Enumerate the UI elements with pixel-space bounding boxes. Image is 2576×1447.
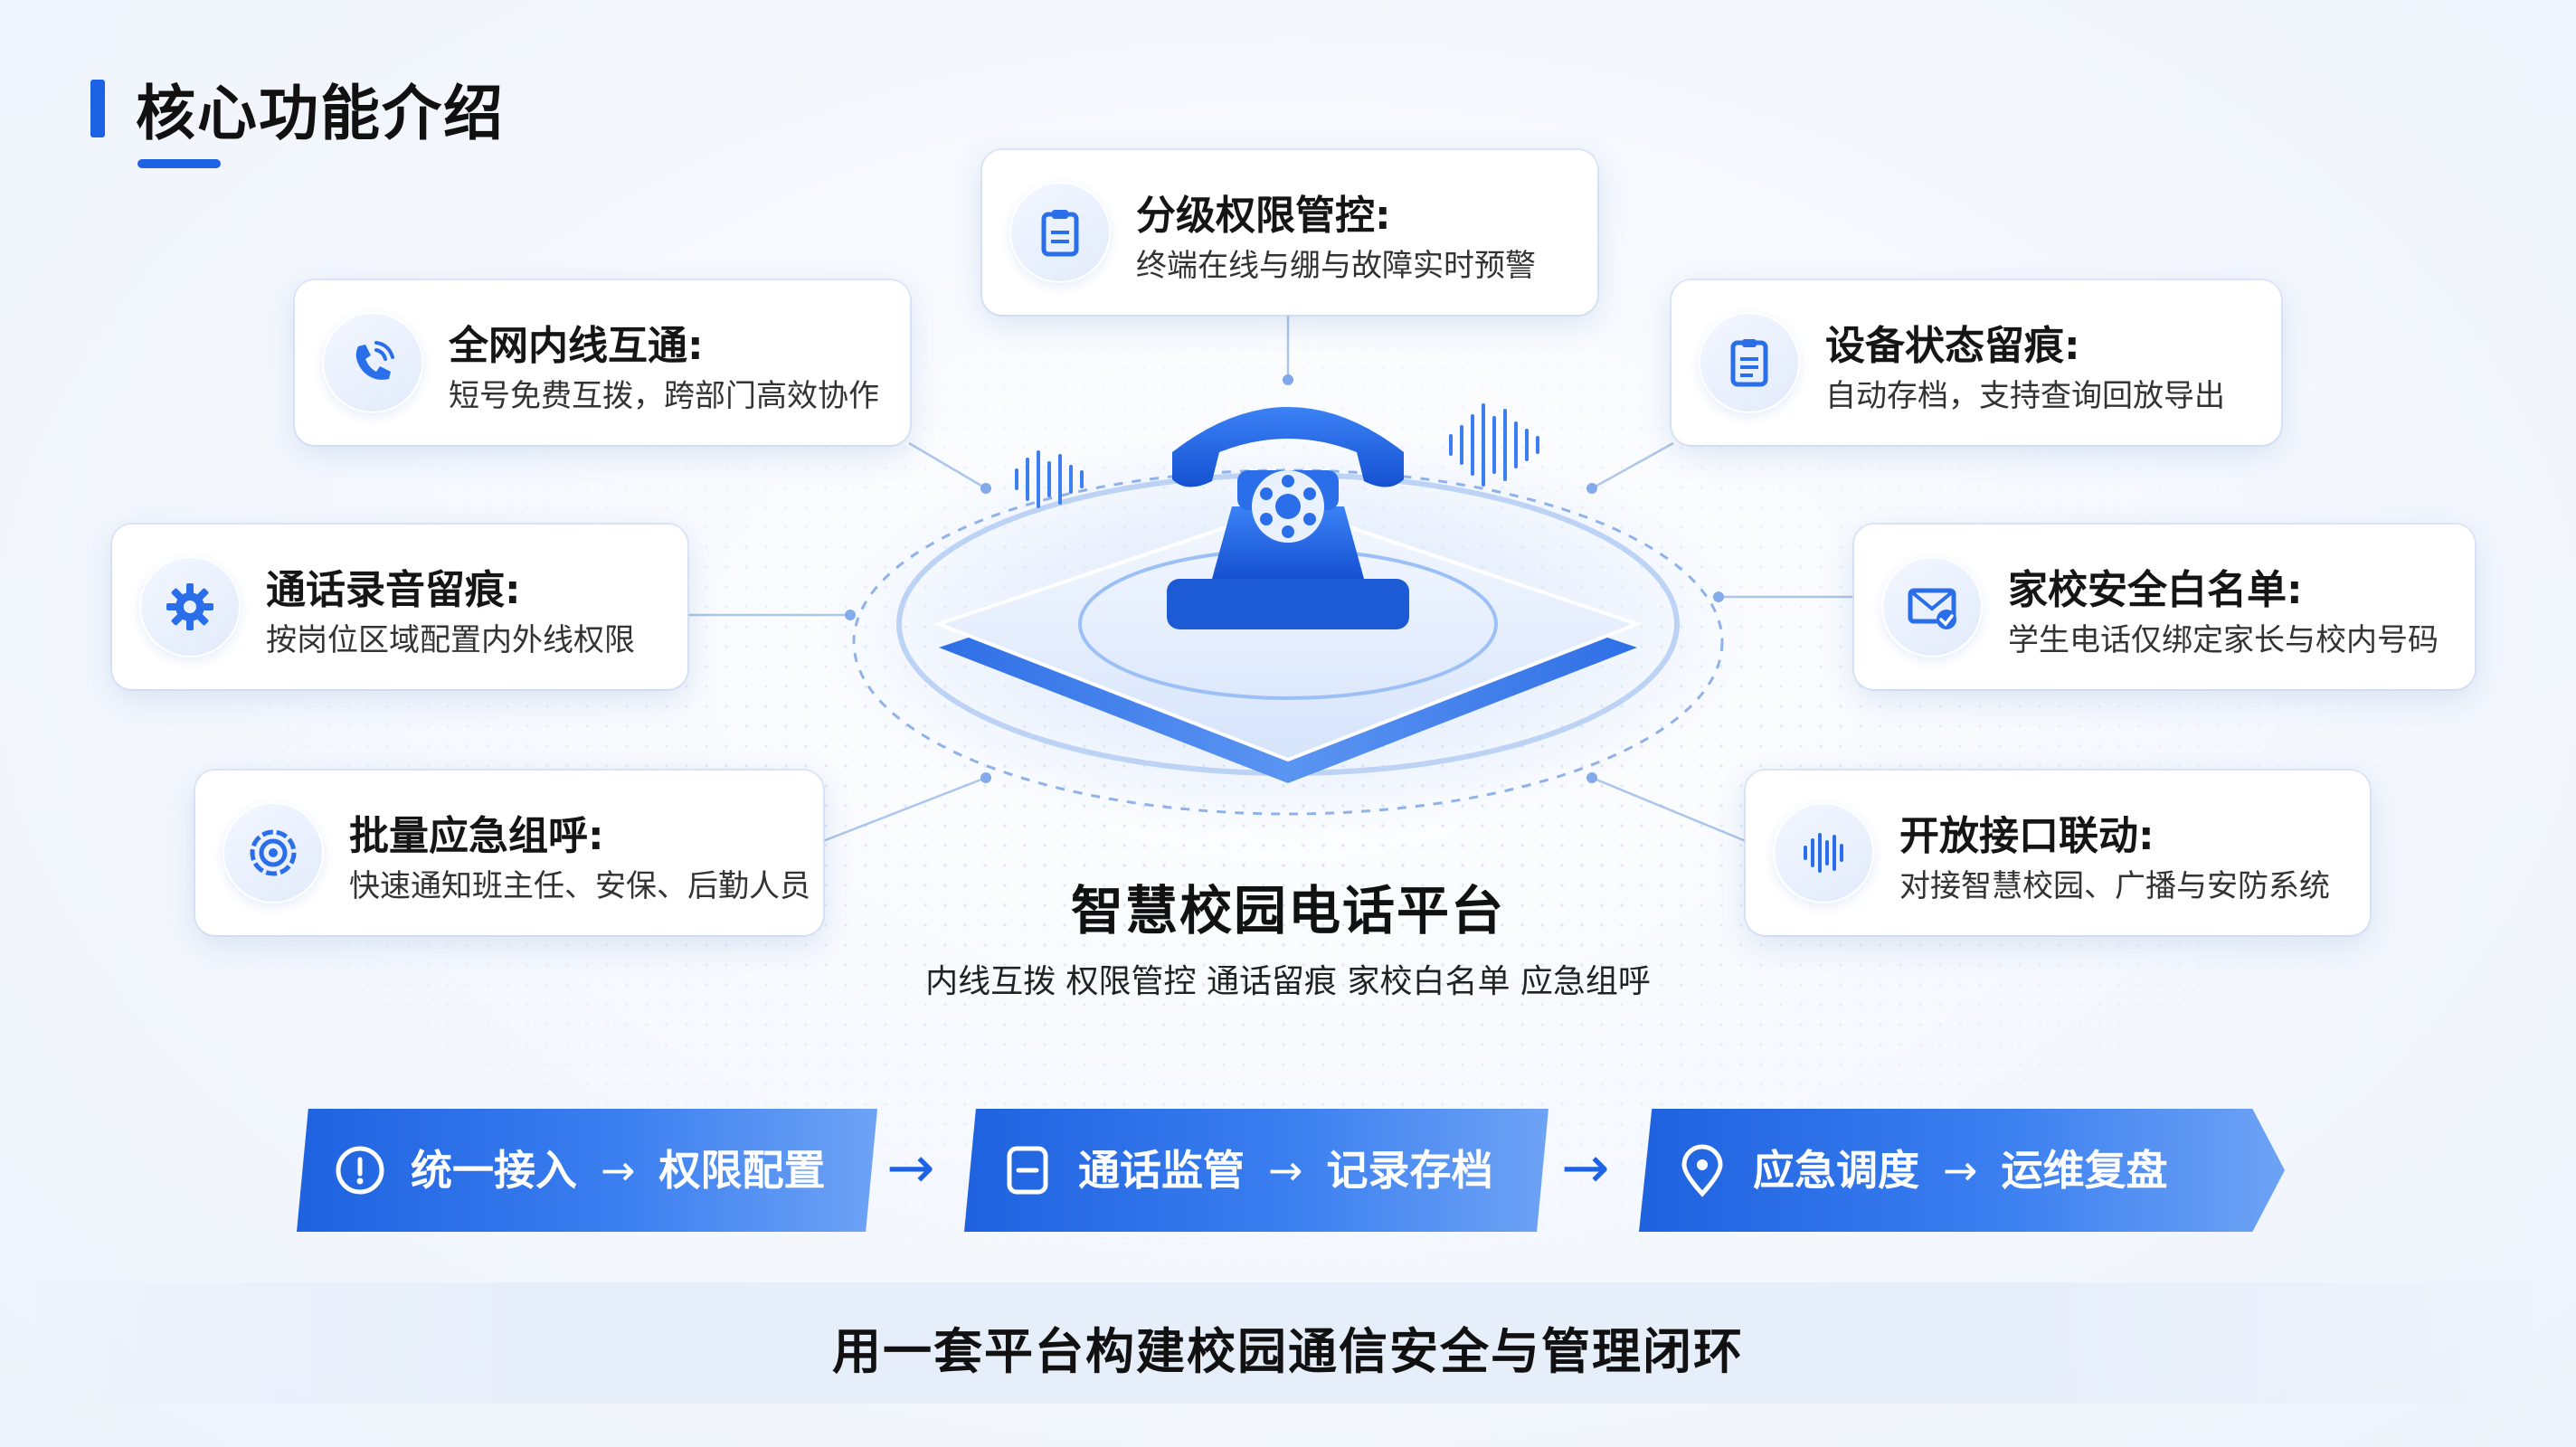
feature-card-open-api: 开放接口联动: 对接智慧校园、广播与安防系统	[1746, 771, 2370, 935]
slogan: 用一套平台构建校园通信安全与管理闭环	[832, 1323, 1744, 1380]
feature-desc: 短号免费互拨，跨部门高效协作	[449, 378, 879, 414]
sound-wave-left	[1015, 450, 1084, 508]
feature-desc: 学生电话仅绑定家长与校内号码	[2008, 622, 2439, 658]
feature-title: 分级权限管控:	[1136, 193, 1391, 239]
title-accent-bar	[90, 80, 105, 137]
phone-signal-icon	[322, 312, 423, 413]
flow-step-label: 统一接入→权限配置	[411, 1146, 826, 1195]
flow-arrow-1: →	[886, 1135, 935, 1202]
clipboard-icon	[1009, 182, 1111, 283]
platform-title: 智慧校园电话平台	[1070, 880, 1505, 941]
feature-title: 开放接口联动:	[1899, 813, 2155, 859]
feature-card-group-call: 批量应急组呼: 快速通知班主任、安保、后勤人员	[195, 771, 823, 935]
flow-step-label: 通话监管→记录存档	[1078, 1146, 1493, 1195]
title-underline	[137, 159, 221, 168]
feature-card-call-recording: 通话录音留痕: 按岗位区域配置内外线权限	[112, 525, 687, 689]
feature-title: 家校安全白名单:	[2008, 567, 2303, 613]
flow-arrow-2: →	[1561, 1135, 1610, 1202]
feature-title: 设备状态留痕:	[1825, 323, 2080, 369]
location-pin-icon	[1681, 1144, 1723, 1197]
flow-step-1: 统一接入→权限配置	[297, 1109, 877, 1232]
telephone-icon	[1167, 407, 1409, 629]
feature-card-device-status: 设备状态留痕: 自动存档，支持查询回放导出	[1672, 280, 2281, 445]
feature-desc: 自动存档，支持查询回放导出	[1825, 378, 2225, 414]
feature-title: 全网内线互通:	[449, 323, 704, 369]
feature-card-whitelist: 家校安全白名单: 学生电话仅绑定家长与校内号码	[1854, 525, 2475, 689]
slogan-band	[36, 1282, 2533, 1404]
feature-title: 批量应急组呼:	[349, 813, 604, 859]
feature-desc: 终端在线与绷与故障实时预警	[1136, 248, 1536, 284]
feature-desc: 按岗位区域配置内外线权限	[266, 622, 635, 658]
document-icon	[1699, 312, 1800, 413]
feature-card-hierarchical-permission: 分级权限管控: 终端在线与绷与故障实时预警	[982, 150, 1597, 315]
platform-subtitle: 内线互拨 权限管控 通话留痕 家校白名单 应急组呼	[925, 963, 1651, 1000]
gear-icon	[139, 556, 241, 657]
feature-title: 通话录音留痕:	[266, 567, 521, 613]
flow-step-3: 应急调度→运维复盘	[1639, 1109, 2285, 1232]
feature-desc: 对接智慧校园、广播与安防系统	[1899, 868, 2330, 904]
flow-step-label: 应急调度→运维复盘	[1753, 1146, 2168, 1195]
target-gear-icon	[223, 802, 324, 903]
feature-card-network-intercom: 全网内线互通: 短号免费互拨，跨部门高效协作	[295, 280, 910, 445]
info-circle-icon	[336, 1146, 384, 1195]
page-title: 核心功能介绍	[136, 79, 505, 148]
minus-square-icon	[1007, 1146, 1048, 1195]
flow-step-2: 通话监管→记录存档	[964, 1109, 1548, 1232]
envelope-check-icon	[1881, 556, 1983, 657]
sound-wave-right	[1449, 403, 1539, 487]
sound-wave-icon	[1773, 802, 1874, 903]
feature-desc: 快速通知班主任、安保、后勤人员	[349, 868, 810, 904]
